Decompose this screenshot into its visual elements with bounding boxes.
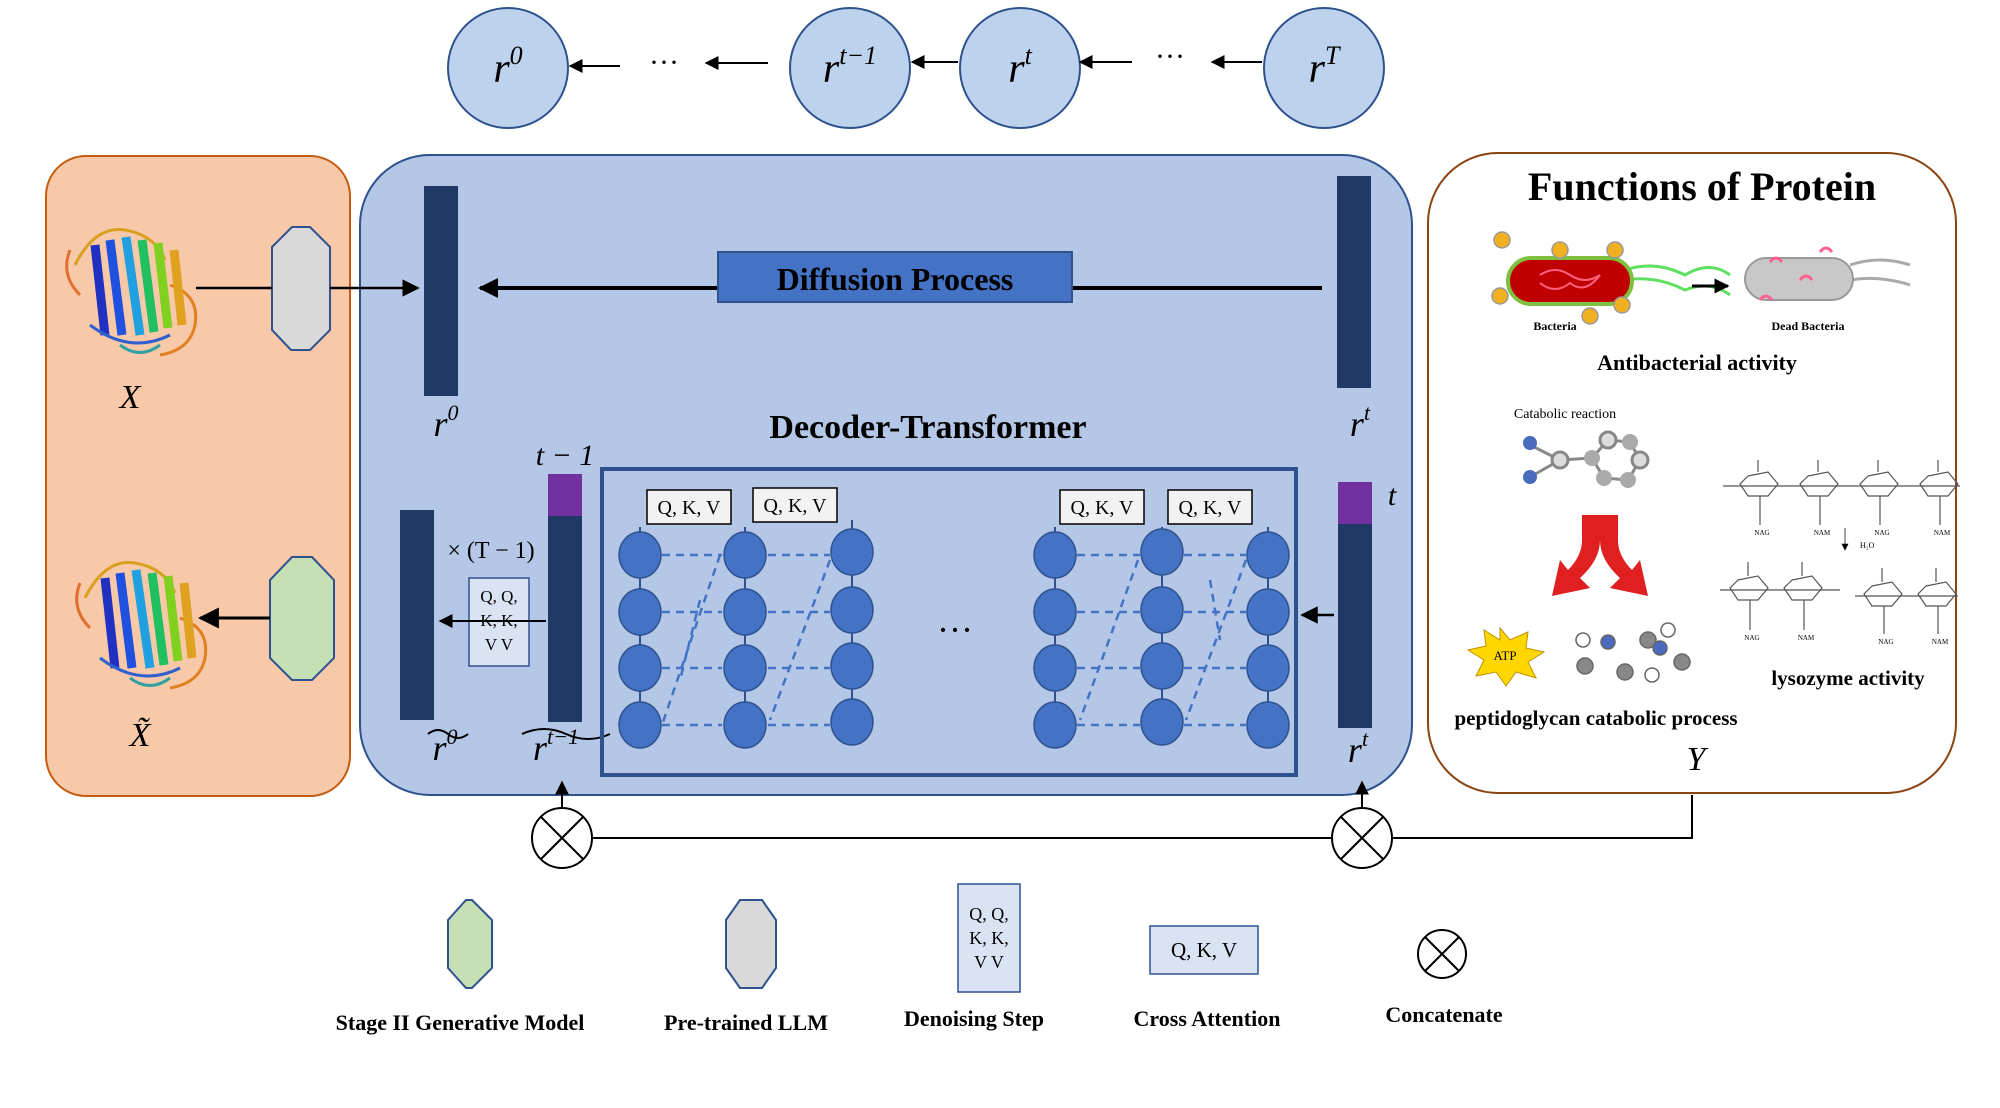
y-conditioning-line — [1392, 795, 1693, 839]
times-t-minus-1-label: × (T − 1) — [447, 538, 534, 564]
dead-bacteria-label: Dead Bacteria — [1772, 319, 1845, 333]
state-sequence: r0 rt−1 rt rT ··· ··· — [447, 7, 1385, 129]
polysaccharide-chain-top — [1723, 460, 1960, 525]
right-panel: Functions of Protein Bacteria Dead B — [1427, 152, 1960, 794]
state-node-r0: r0 — [447, 7, 569, 129]
svg-text:r0: r0 — [493, 41, 522, 92]
svg-text:Q, K, V: Q, K, V — [1071, 497, 1135, 519]
split-arrow-icon — [1552, 515, 1648, 596]
state-node-rt-minus-1: rt−1 — [789, 7, 911, 129]
input-label-x: X — [118, 379, 142, 416]
svg-text:Q, Q,: Q, Q, — [480, 587, 517, 606]
svg-text:rT: rT — [1309, 41, 1341, 92]
r0-embedding-bar — [424, 186, 458, 396]
water-label: H₂O — [1860, 541, 1875, 550]
svg-text:Q, K, V: Q, K, V — [1179, 497, 1243, 519]
legend-generative-label: Stage II Generative Model — [336, 1010, 585, 1035]
legend-denoising-box: Q, Q, K, K, V V — [957, 883, 1021, 993]
state-node-rT: rT — [1263, 7, 1385, 129]
transformer-block — [600, 467, 1298, 777]
rt-minus-1-bar — [548, 516, 582, 722]
bacteria-label: Bacteria — [1533, 319, 1576, 333]
y-label: Y — [1687, 741, 1709, 778]
molecule-icon — [1523, 430, 1650, 488]
svg-text:rt−1: rt−1 — [823, 41, 877, 92]
bacteria-icon — [1491, 231, 1731, 325]
atp-icon: ATP — [1466, 626, 1546, 687]
dead-bacteria-icon — [1744, 246, 1911, 301]
rt-minus-1-tilde-label: rt−1 — [533, 724, 579, 768]
svg-text:Q, Q,: Q, Q, — [969, 904, 1009, 924]
protein-structure-icon — [65, 227, 198, 357]
functions-title: Functions of Protein — [1528, 164, 1876, 209]
rt-bottom-label: rt — [1348, 726, 1369, 770]
sugar-label-1: NAG — [1754, 529, 1769, 537]
sequence-ellipsis-right: ··· — [1155, 40, 1185, 73]
purple-time-token-left — [548, 474, 582, 516]
sugar-label-6: NAM — [1798, 634, 1815, 642]
left-panel: X X̃ — [45, 155, 351, 797]
rt-embedding-bar-top — [1337, 176, 1371, 388]
svg-text:ATP: ATP — [1493, 648, 1516, 663]
diffusion-process-label: Diffusion Process — [777, 261, 1014, 297]
t-minus-1-label: t − 1 — [536, 439, 595, 472]
r0-tilde-mark — [427, 729, 469, 739]
legend-concatenate-icon — [1417, 929, 1467, 979]
rt-top-label: rt — [1350, 400, 1371, 444]
concatenate-icon-right — [1331, 807, 1393, 869]
sugar-label-8: NAM — [1932, 638, 1949, 646]
llm-encoder-shape — [271, 226, 331, 351]
svg-text:Q, K, V: Q, K, V — [1171, 938, 1237, 962]
antibacterial-activity-label: Antibacterial activity — [1597, 350, 1797, 375]
generated-protein-icon — [75, 560, 208, 690]
sugar-label-4: NAM — [1934, 529, 1951, 537]
state-node-rt: rt — [959, 7, 1081, 129]
concatenation-flow — [531, 780, 1693, 869]
catabolic-reaction-label: Catabolic reaction — [1514, 407, 1616, 422]
t-label: t — [1388, 479, 1397, 512]
peptidoglycan-label: peptidoglycan catabolic process — [1454, 706, 1737, 730]
purple-time-token-right — [1338, 482, 1372, 524]
legend-cross-attention-box: Q, K, V — [1149, 925, 1259, 975]
rt-minus-1-tilde-mark — [521, 728, 611, 740]
legend-cross-attention-label: Cross Attention — [1134, 1006, 1281, 1031]
rt-embedding-bar-bottom — [1338, 524, 1372, 728]
attention-layers-right — [1033, 527, 1290, 749]
legend-generative-shape — [447, 899, 493, 989]
legend-concatenate-label: Concatenate — [1385, 1002, 1503, 1027]
cross-attention-box-1: Q, K, V — [646, 489, 732, 525]
svg-text:V V: V V — [974, 952, 1004, 972]
diffusion-process-box — [717, 251, 1073, 303]
decoder-transformer-title: Decoder-Transformer — [769, 409, 1086, 446]
output-label-x-tilde: X̃ — [128, 717, 152, 754]
sequence-ellipsis-left: ··· — [649, 46, 679, 79]
layers-ellipsis: ··· — [937, 610, 973, 650]
legend-llm-label: Pre-trained LLM — [664, 1010, 828, 1035]
svg-text:V V: V V — [485, 635, 514, 654]
sugar-label-7: NAG — [1878, 638, 1893, 646]
svg-text:K, K,: K, K, — [969, 928, 1009, 948]
concatenate-icon-left — [531, 807, 593, 869]
attention-layers-left — [618, 520, 874, 749]
polysaccharide-chain-bottom — [1720, 562, 1958, 634]
sugar-label-2: NAM — [1814, 529, 1831, 537]
legend-llm-shape — [725, 899, 777, 989]
cross-attention-box-4: Q, K, V — [1167, 489, 1253, 525]
r0-top-label: r0 — [433, 400, 458, 444]
cross-attention-box-3: Q, K, V — [1059, 489, 1145, 525]
r0-tilde-bar — [400, 510, 434, 720]
sugar-label-3: NAG — [1874, 529, 1889, 537]
main-panel: r0 rt Diffusion Process Decoder-Transfor… — [330, 154, 1413, 796]
lysozyme-activity-label: lysozyme activity — [1771, 666, 1925, 690]
sugar-label-5: NAG — [1744, 634, 1759, 642]
svg-text:Q, K, V: Q, K, V — [764, 495, 828, 517]
legend: Stage II Generative Model Pre-trained LL… — [336, 883, 1503, 1035]
svg-text:rt: rt — [1008, 41, 1032, 92]
atoms-icon — [1575, 622, 1691, 683]
legend-denoising-label: Denoising Step — [904, 1006, 1044, 1031]
cross-attention-box-2: Q, K, V — [752, 487, 838, 523]
generative-model-shape — [269, 556, 335, 681]
svg-text:Q, K, V: Q, K, V — [658, 497, 722, 519]
